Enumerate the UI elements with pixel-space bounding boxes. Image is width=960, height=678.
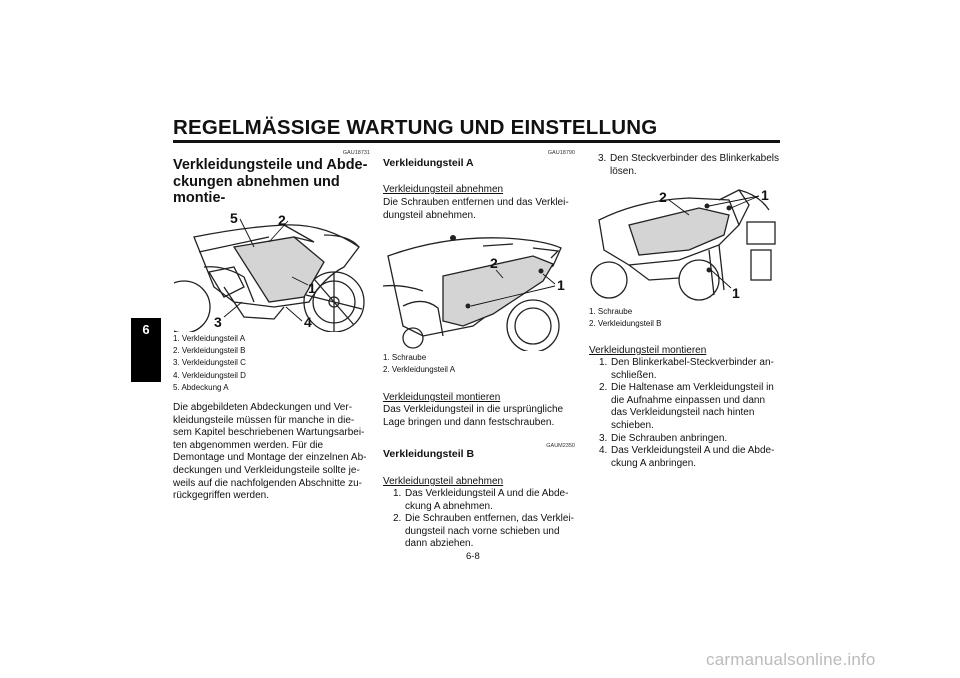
procedure-text: Das Verkleidungsteil in die ursprünglich… (383, 404, 583, 429)
callout-label: 1 (308, 280, 316, 296)
step-line: ckung A anbringen. (611, 457, 697, 469)
section-title-line: ckungen abnehmen und montie- (173, 173, 340, 207)
callout-label: 1 (557, 277, 565, 293)
page-header: REGELMÄSSIGE WARTUNG UND EINSTELLUNG (173, 116, 658, 139)
motorcycle-illustration: 5 2 1 3 4 (174, 210, 365, 332)
callout-label: 5 (230, 210, 238, 226)
procedure-heading: Verkleidungsteil montieren (589, 345, 707, 356)
callout-label: 4 (304, 314, 312, 330)
step-line: dungsteil nach vorne schieben und (405, 525, 560, 537)
fairing-b-illustration: 2 1 1 (590, 187, 776, 301)
body-line: ten abgenommen werden. Für die (173, 439, 324, 451)
step-line: lösen. (610, 165, 637, 177)
step-number: 1. (599, 357, 608, 368)
step-item: 2. Die Haltenase am Verkleidungsteil in … (589, 382, 789, 432)
watermark-text: carmanualsonline.info (706, 650, 876, 669)
figure-captions: 1. Verkleidungsteil A 2. Verkleidungstei… (173, 333, 246, 394)
subsection-title: Verkleidungsteil A (383, 157, 474, 169)
chapter-number: 6 (142, 322, 150, 337)
step-line: das Verkleidungsteil nach hinten (611, 407, 755, 419)
caption-item: 5. Abdeckung A (173, 382, 229, 392)
body-line: rückgegriffen werden. (173, 490, 269, 502)
section-title-line: Verkleidungsteile und Abde- (173, 157, 368, 173)
step-number: 3. (598, 153, 607, 164)
fairing-b-figure: 2 1 1 (589, 180, 784, 305)
page-number: 6-8 (466, 551, 480, 562)
procedure-heading: Verkleidungsteil abnehmen (383, 476, 504, 487)
caption-item: 2. Verkleidungsteil A (383, 365, 456, 375)
section-code: GAUM2350 (546, 443, 575, 449)
step-line: Das Verkleidungsteil A und die Abde- (611, 445, 775, 457)
removal-steps-continued: 3. Den Steckverbinder des Blinkerkabels … (588, 153, 788, 178)
caption-item: 2. Verkleidungsteil B (173, 346, 246, 356)
callout-label: 2 (659, 189, 667, 205)
step-line: dann abziehen. (405, 538, 474, 550)
step-item: 3. Den Steckverbinder des Blinkerkabels … (588, 153, 788, 178)
step-line: ckung A abnehmen. (405, 500, 493, 512)
section-code: GAU18731 (342, 150, 370, 156)
step-line: Das Verkleidungsteil A und die Abde- (405, 488, 569, 499)
body-line: Demontage und Montage der einzelnen Ab- (173, 452, 367, 464)
procedure-heading: Verkleidungsteil abnehmen (383, 184, 504, 195)
step-item: 1. Das Verkleidungsteil A und die Abde- … (383, 488, 583, 513)
header-rule (173, 140, 780, 143)
step-number: 3. (599, 432, 608, 444)
procedure-text: Die Schrauben entfernen und das Verklei-… (383, 197, 583, 222)
caption-item: 4. Verkleidungsteil D (173, 370, 246, 380)
body-line: Die abgebildeten Abdeckungen und Ver- (173, 402, 353, 413)
caption-item: 1. Verkleidungsteil A (173, 334, 246, 343)
fairing-a-figure: 2 1 (383, 226, 578, 351)
callout-label: 2 (490, 255, 498, 271)
step-line: Den Steckverbinder des Blinkerkabels (610, 153, 779, 164)
step-number: 4. (599, 445, 608, 457)
callout-label: 1 (732, 285, 740, 301)
step-line: schieben. (611, 419, 654, 431)
body-line: Die Schrauben entfernen und das Verklei- (383, 197, 569, 208)
body-line: Das Verkleidungsteil in die ursprünglich… (383, 404, 564, 415)
callout-label: 1 (761, 187, 769, 203)
intro-paragraph: Die abgebildeten Abdeckungen und Ver- kl… (173, 402, 378, 503)
subsection-title: Verkleidungsteil B (383, 448, 475, 460)
step-number: 2. (393, 513, 402, 525)
removal-steps: 1. Das Verkleidungsteil A und die Abde- … (383, 488, 583, 551)
step-item: 3. Die Schrauben anbringen. (589, 433, 789, 446)
callout-label: 3 (214, 314, 222, 330)
step-item: 2. Die Schrauben entfernen, das Verklei-… (383, 513, 583, 551)
step-line: Die Haltenase am Verkleidungsteil in (611, 382, 774, 394)
step-line: Den Blinkerkabel-Steckverbinder an- (611, 357, 774, 368)
figure-captions: 1. Schraube 2. Verkleidungsteil A (383, 352, 455, 376)
step-number: 2. (599, 382, 608, 394)
caption-item: 3. Verkleidungsteil C (173, 358, 246, 368)
body-line: sem Kapitel beschriebenen Wartungsarbei- (173, 427, 365, 439)
callout-label: 2 (278, 212, 286, 228)
caption-item: 1. Schraube (383, 353, 427, 362)
body-line: Lage bringen und dann festschrauben. (383, 416, 555, 428)
step-line: Die Schrauben anbringen. (611, 432, 728, 444)
caption-item: 1. Schraube (589, 307, 633, 316)
body-line: dungsteil abnehmen. (383, 209, 476, 221)
section-code: GAU18790 (547, 150, 575, 156)
step-line: Die Schrauben entfernen, das Verklei- (405, 513, 574, 525)
step-number: 1. (393, 488, 402, 499)
step-line: die Aufnahme einpassen und dann (611, 394, 766, 406)
step-line: schließen. (611, 369, 657, 381)
procedure-heading: Verkleidungsteil montieren (383, 392, 501, 403)
body-line: deckungen und Verkleidungsteile sollte j… (173, 464, 360, 476)
step-item: 1. Den Blinkerkabel-Steckverbinder an- s… (589, 357, 789, 382)
figure-captions: 1. Schraube 2. Verkleidungsteil B (589, 306, 662, 330)
chapter-tab: 6 (131, 318, 161, 382)
caption-item: 2. Verkleidungsteil B (589, 319, 662, 329)
step-item: 4. Das Verkleidungsteil A und die Abde- … (589, 445, 789, 470)
motorcycle-figure: 5 2 1 3 4 (174, 207, 369, 332)
body-line: weils auf die nachfolgenden Abschnitte z… (173, 477, 363, 489)
installation-steps: 1. Den Blinkerkabel-Steckverbinder an- s… (589, 357, 789, 470)
fairing-a-illustration: 2 1 (383, 235, 565, 351)
body-line: kleidungsteile müssen für manche in die- (173, 414, 355, 426)
